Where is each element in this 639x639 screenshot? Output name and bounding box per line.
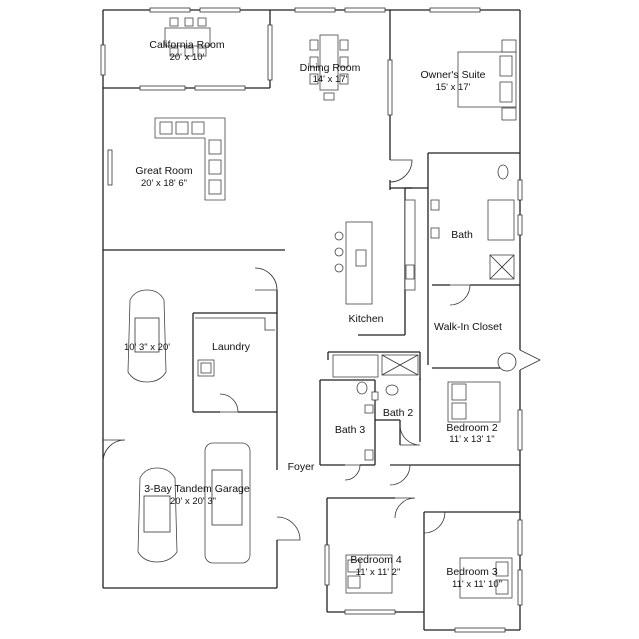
door <box>344 464 361 481</box>
window <box>517 179 523 201</box>
window <box>267 24 273 81</box>
laundry-fixtures <box>195 317 275 377</box>
window <box>324 544 330 586</box>
bath3-label: Bath 3 <box>335 424 366 436</box>
door <box>276 516 301 541</box>
window <box>387 59 393 116</box>
car-icon <box>137 467 178 563</box>
window <box>139 85 186 91</box>
window <box>294 7 336 13</box>
window <box>149 7 191 13</box>
door <box>497 352 517 372</box>
foyer-label: Foyer <box>288 461 315 473</box>
window <box>517 519 523 556</box>
bath-fixtures <box>430 164 515 280</box>
bath2-label: Bath 2 <box>383 407 414 419</box>
bedroom2-dim: 11' x 13' 1" <box>449 434 494 445</box>
door <box>102 439 126 463</box>
bedroom3-dim: 11' x 11' 10" <box>452 579 502 590</box>
garage-dim: 20' x 20' 3" <box>170 496 216 507</box>
window <box>107 149 113 186</box>
great-room-dim: 20' x 18' 6" <box>141 178 187 189</box>
sectional-sofa <box>154 117 226 201</box>
great-room-label: Great Room <box>135 165 192 177</box>
door <box>449 284 471 306</box>
california-room-dim: 20' x 10' <box>170 52 205 63</box>
door <box>423 511 446 534</box>
car-icon <box>204 442 251 564</box>
bedroom2-bed <box>447 381 501 423</box>
window <box>517 214 523 236</box>
window <box>517 409 523 451</box>
california-room-table <box>164 17 211 57</box>
door <box>519 349 541 371</box>
bedroom4-bed <box>345 554 393 594</box>
room-labels: California Room 20' x 10' Dining Room 14… <box>124 39 502 590</box>
kitchen-label: Kitchen <box>348 313 383 325</box>
bedroom4-dim: 11' x 11' 2" <box>356 567 401 578</box>
window <box>100 44 106 76</box>
owners-bed <box>457 39 517 121</box>
door <box>389 464 411 486</box>
windows <box>100 7 523 633</box>
bedroom3-label: Bedroom 3 <box>446 566 498 578</box>
window <box>194 85 246 91</box>
bath2-fixtures <box>371 354 419 401</box>
car-icon <box>127 289 167 383</box>
laundry-label: Laundry <box>212 341 251 353</box>
bedroom4-label: Bedroom 4 <box>350 554 402 566</box>
garage-bay-dim: 10' 3" x 20' <box>124 342 170 353</box>
kitchen-counter <box>404 199 416 291</box>
door <box>254 267 278 291</box>
window <box>199 7 241 13</box>
bath3-fixtures <box>332 354 379 461</box>
california-room-label: California Room <box>149 39 225 51</box>
doors <box>102 159 541 541</box>
kitchen-island <box>334 221 373 305</box>
dining-room-label: Dining Room <box>300 62 361 74</box>
dining-table <box>309 34 349 101</box>
window <box>429 7 481 13</box>
bedroom3-bed <box>459 557 513 599</box>
door <box>399 424 421 446</box>
dining-room-dim: 14' x 17' <box>313 74 348 85</box>
bedroom2-label: Bedroom 2 <box>446 422 498 434</box>
window <box>454 627 506 633</box>
window <box>517 569 523 606</box>
window <box>344 609 396 615</box>
owners-suite-label: Owner's Suite <box>420 69 485 81</box>
walk-in-closet-label: Walk-In Closet <box>434 321 502 333</box>
bath-label: Bath <box>451 229 473 241</box>
garage-label: 3-Bay Tandem Garage <box>144 483 250 495</box>
door <box>394 497 416 519</box>
door <box>389 159 413 183</box>
window <box>344 7 386 13</box>
owners-suite-dim: 15' x 17' <box>436 82 471 93</box>
door <box>219 393 239 413</box>
